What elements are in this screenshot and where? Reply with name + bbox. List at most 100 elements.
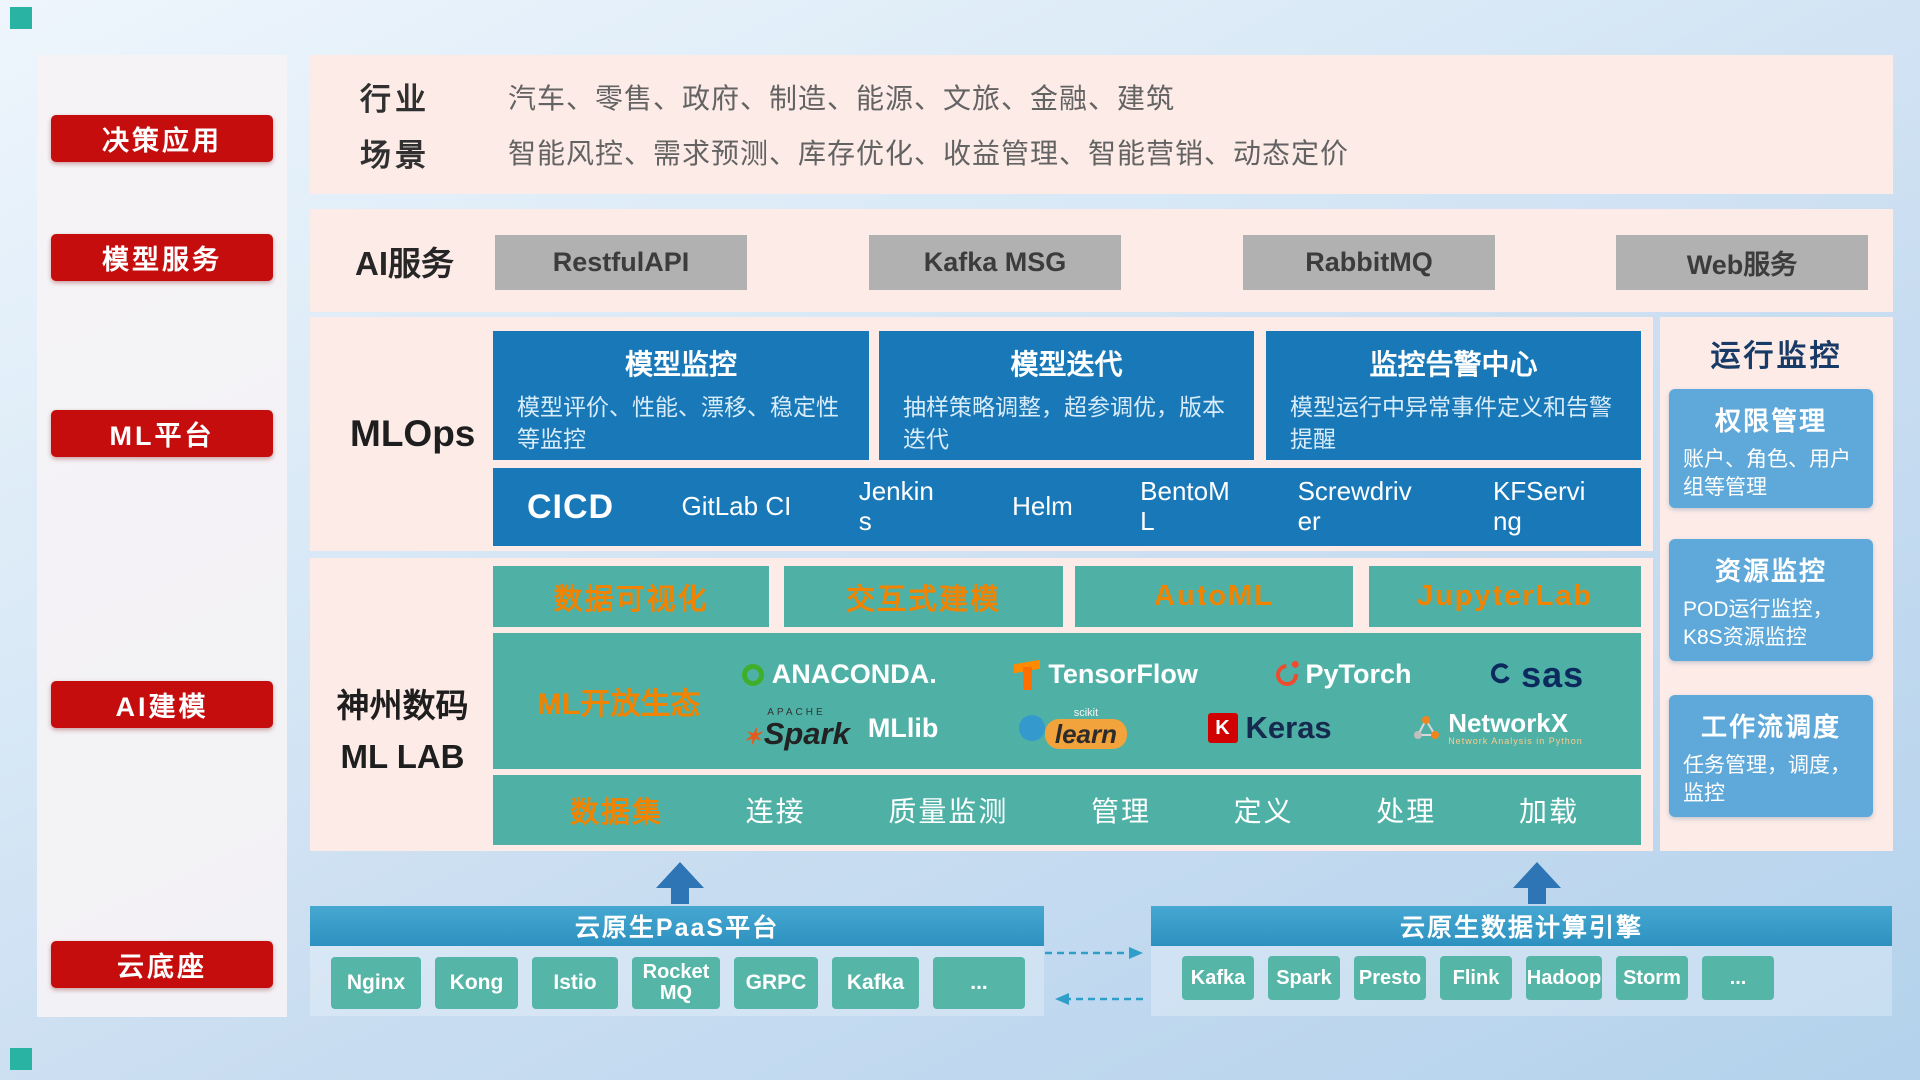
scikit-wordmark: scikit learn (1044, 706, 1127, 749)
box-title: 资源监控 (1714, 556, 1827, 586)
pytorch-logo: PyTorch (1271, 659, 1412, 690)
scenario-label: 场景 (360, 137, 430, 173)
data-engine-bar: 云原生数据计算引擎 (1151, 906, 1892, 946)
dataset-item-process: 处理 (1376, 796, 1437, 827)
tech-kong: Kong (435, 957, 518, 1009)
industry-panel: 行业 汽车、零售、政府、制造、能源、文旅、金融、建筑 场景 智能风控、需求预测、… (310, 55, 1893, 194)
tensorflow-logo: TensorFlow (1014, 659, 1198, 690)
scikit-learn-logo: scikit learn (1018, 706, 1127, 749)
dataset-item-connect: 连接 (745, 796, 806, 827)
ai-service-web: Web服务 (1616, 235, 1868, 290)
tech-grpc: GRPC (734, 957, 818, 1009)
mllab-data-visualization: 数据可视化 (493, 566, 769, 627)
box-body: 任务管理，调度，监控 (1683, 754, 1851, 806)
ml-ecosystem-label: ML开放生态 (537, 688, 701, 721)
dataset-bar: 数据集 连接 质量监测 管理 定义 处理 加载 (493, 775, 1641, 845)
paas-components: Nginx Kong Istio RocketMQ GRPC Kafka ... (331, 952, 1025, 1014)
tech-storm: Storm (1616, 956, 1688, 1000)
tech-istio: Istio (532, 957, 618, 1009)
spark-wordmark: APACHE ✶Spark (743, 707, 850, 751)
dataset-item-define: 定义 (1233, 796, 1294, 827)
ai-service-rabbitmq: RabbitMQ (1243, 235, 1495, 290)
box-title: 权限管理 (1714, 406, 1827, 436)
ml-ecosystem-box: ML开放生态 ANACONDA. TensorFlow PyTorch (493, 633, 1641, 769)
tech-nginx: Nginx (331, 957, 421, 1009)
networkx-icon (1414, 715, 1440, 739)
sidebar-item-ai-modeling: AI建模 (51, 681, 273, 728)
scikit-top-label: scikit (1073, 706, 1099, 719)
card-title: 模型迭代 (1010, 349, 1123, 380)
cicd-tool-jenkins: Jenkins (858, 476, 934, 536)
box-permission-management: 权限管理 账户、角色、用户组等管理 (1669, 389, 1873, 508)
networkx-subtitle: Network Analysis in Python (1448, 736, 1583, 747)
cicd-tool-screwdriver: Screwdriver (1297, 476, 1412, 536)
data-flow-arrows (1045, 947, 1143, 1005)
networkx-logo: NetworkX Network Analysis in Python (1412, 709, 1583, 747)
scikit-circle-icon (1018, 715, 1045, 741)
cicd-label: CICD (527, 487, 615, 526)
sas-logo: sas (1489, 654, 1584, 696)
mllab-automl: AutoML (1075, 566, 1353, 627)
sidebar-item-model-service: 模型服务 (51, 234, 273, 281)
decor-square (10, 7, 32, 29)
arrow-stem (671, 888, 689, 904)
sidebar-item-ml-platform: ML平台 (51, 410, 273, 457)
tech-hadoop: Hadoop (1526, 956, 1602, 1000)
mlops-panel: MLOps 模型监控 模型评价、性能、漂移、稳定性等监控 模型迭代 抽样策略调整… (310, 317, 1653, 551)
tech-spark: Spark (1268, 956, 1340, 1000)
mllab-interactive-modeling: 交互式建模 (784, 566, 1063, 627)
dataset-item-quality: 质量监测 (888, 796, 1009, 827)
mllab-label-line2: ML LAB (340, 738, 465, 776)
mllab-label: 神州数码 ML LAB (310, 680, 495, 782)
card-alert-center: 监控告警中心 模型运行中异常事件定义和告警提醒 (1266, 331, 1641, 460)
mllab-jupyterlab: JupyterLab (1369, 566, 1641, 627)
sas-icon (1491, 662, 1510, 683)
tech-more: ... (1702, 956, 1774, 1000)
arrow-head (656, 862, 704, 888)
up-arrow-icon (656, 862, 704, 904)
box-workflow-scheduling: 工作流调度 任务管理，调度，监控 (1669, 695, 1873, 817)
card-body: 模型评价、性能、漂移、稳定性等监控 (517, 394, 839, 453)
left-rail (37, 55, 287, 1017)
spark-star-icon: ✶ (743, 723, 762, 749)
sidebar-item-decision-apps: 决策应用 (51, 115, 273, 162)
ai-service-label: AI服务 (355, 244, 454, 282)
card-title: 模型监控 (624, 349, 737, 380)
run-monitor-panel: 运行监控 权限管理 账户、角色、用户组等管理 资源监控 POD运行监控，K8S资… (1660, 317, 1893, 851)
sas-label: sas (1521, 653, 1585, 695)
tech-kafka: Kafka (832, 957, 919, 1009)
sidebar-item-cloud-base: 云底座 (51, 941, 273, 988)
spark-text: Spark (763, 715, 850, 751)
ai-service-restfulapi: RestfulAPI (495, 235, 747, 290)
mllab-panel: 神州数码 ML LAB 数据可视化 交互式建模 AutoML JupyterLa… (310, 558, 1653, 851)
anaconda-logo: ANACONDA. (741, 659, 937, 690)
pytorch-label: PyTorch (1305, 659, 1412, 689)
arrow-head (1513, 862, 1561, 888)
box-body: 账户、角色、用户组等管理 (1683, 448, 1851, 500)
data-engine-components: Kafka Spark Presto Flink Hadoop Storm ..… (1182, 952, 1774, 1004)
networkx-wordmark: NetworkX Network Analysis in Python (1448, 709, 1583, 747)
mlops-label: MLOps (350, 413, 476, 454)
scikit-learn-label: learn (1044, 718, 1127, 749)
ai-service-kafka-msg: Kafka MSG (869, 235, 1121, 290)
tech-flink: Flink (1440, 956, 1512, 1000)
industry-list: 汽车、零售、政府、制造、能源、文旅、金融、建筑 (508, 82, 1176, 114)
box-body: POD运行监控，K8S资源监控 (1683, 598, 1834, 650)
tensorflow-icon (1014, 660, 1040, 690)
tech-presto: Presto (1354, 956, 1426, 1000)
ai-service-panel: AI服务 RestfulAPI Kafka MSG RabbitMQ Web服务 (310, 209, 1893, 312)
mllab-label-line1: 神州数码 (336, 687, 469, 724)
logo-rows: ANACONDA. TensorFlow PyTorch sa (703, 654, 1641, 749)
card-model-iteration: 模型迭代 抽样策略调整，超参调优，版本迭代 (879, 331, 1254, 460)
cicd-tool-kfserving: KFServing (1492, 476, 1586, 536)
card-body: 模型运行中异常事件定义和告警提醒 (1290, 394, 1612, 453)
industry-label: 行业 (360, 82, 430, 118)
dataset-label: 数据集 (570, 797, 664, 829)
card-model-monitoring: 模型监控 模型评价、性能、漂移、稳定性等监控 (493, 331, 869, 460)
spark-mllib-logo: APACHE ✶Spark MLlib (743, 707, 939, 751)
cicd-bar: CICD GitLab CI Jenkins Helm BentoML Scre… (493, 468, 1641, 546)
logo-row-2: APACHE ✶Spark MLlib scikit learn K (703, 706, 1623, 751)
box-title: 工作流调度 (1700, 712, 1841, 742)
mllib-label: MLlib (867, 712, 939, 743)
